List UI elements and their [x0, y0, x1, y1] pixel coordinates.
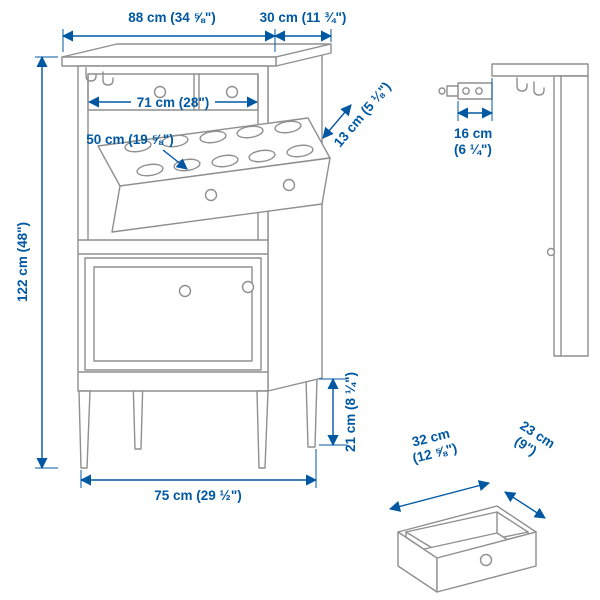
rear-right-leg — [305, 377, 318, 448]
open-flap-front — [111, 157, 331, 233]
wall-bracket — [438, 82, 493, 100]
dim-flap-height-label: 50 cm (19 ⅝") — [86, 132, 173, 147]
dim-flap-projection: 13 cm (5 ⅛") — [322, 79, 394, 150]
dim-overall-depth: 30 cm (11 ¾") — [260, 10, 347, 42]
drawer-view — [397, 505, 537, 593]
dim-bracket-depth-label-2: (6 ¼") — [454, 142, 492, 157]
bracket-screw-icon — [462, 87, 470, 95]
cabinet-top-front-edge — [61, 56, 277, 67]
side-top-board — [491, 63, 589, 77]
dim-bracket-depth: 16 cm (6 ¼") — [454, 78, 494, 157]
lower-flap-knob-left — [178, 284, 192, 298]
dim-bracket-depth-label-1: 16 cm — [454, 126, 492, 141]
drawer-knob — [479, 553, 493, 567]
front-view — [61, 43, 332, 469]
dim-inner-width-label: 71 cm (28") — [137, 95, 209, 110]
open-flap — [97, 117, 331, 233]
top-drawers — [87, 73, 259, 111]
dim-inner-width: 71 cm (28") — [87, 95, 259, 110]
lower-flap-inset — [93, 266, 253, 362]
dim-overall-height-label: 122 cm (48") — [15, 222, 30, 302]
dim-overall-height: 122 cm (48") — [15, 55, 58, 470]
hook-icon — [85, 67, 97, 82]
dim-leg-height: 21 cm (8 ¼") — [319, 372, 358, 452]
dim-leg-span-label: 75 cm (29 ½") — [154, 488, 241, 503]
dim-flap-projection-label: 13 cm (5 ⅛") — [331, 79, 394, 150]
open-flap-knob-right — [282, 178, 296, 192]
side-panel-profile — [553, 75, 589, 357]
hook-icon — [516, 77, 528, 92]
bracket-screw-icon — [475, 87, 483, 95]
dim-leg-span: 75 cm (29 ½") — [79, 449, 318, 503]
cabinet-side-panel — [267, 52, 323, 392]
top-drawer-knob-right — [225, 85, 239, 99]
front-right-leg — [256, 390, 269, 469]
lower-flap — [84, 257, 262, 371]
open-flap-knob-left — [204, 188, 218, 202]
hook-icon — [102, 71, 114, 86]
dim-leg-height-label: 21 cm (8 ¼") — [343, 372, 358, 452]
dim-overall-width-label: 88 cm (34 ⅝") — [128, 10, 215, 25]
lower-flap-knob-right — [241, 280, 255, 294]
side-knob — [546, 247, 556, 257]
dim-flap-height: 50 cm (19 ⅝") — [86, 132, 188, 170]
bracket-bolt-icon — [438, 87, 446, 95]
bracket-fitting — [446, 85, 459, 97]
hook-icon — [533, 81, 545, 96]
top-drawer-knob-left — [153, 85, 167, 99]
side-view — [438, 63, 589, 357]
shoe-holes — [124, 120, 314, 177]
dim-overall-depth-label: 30 cm (11 ¾") — [260, 10, 347, 25]
dim-drawer-depth: 23 cm (9") — [504, 418, 558, 519]
dim-drawer-width: 32 cm (12 ⅝") — [388, 426, 491, 512]
front-left-leg — [78, 390, 91, 469]
